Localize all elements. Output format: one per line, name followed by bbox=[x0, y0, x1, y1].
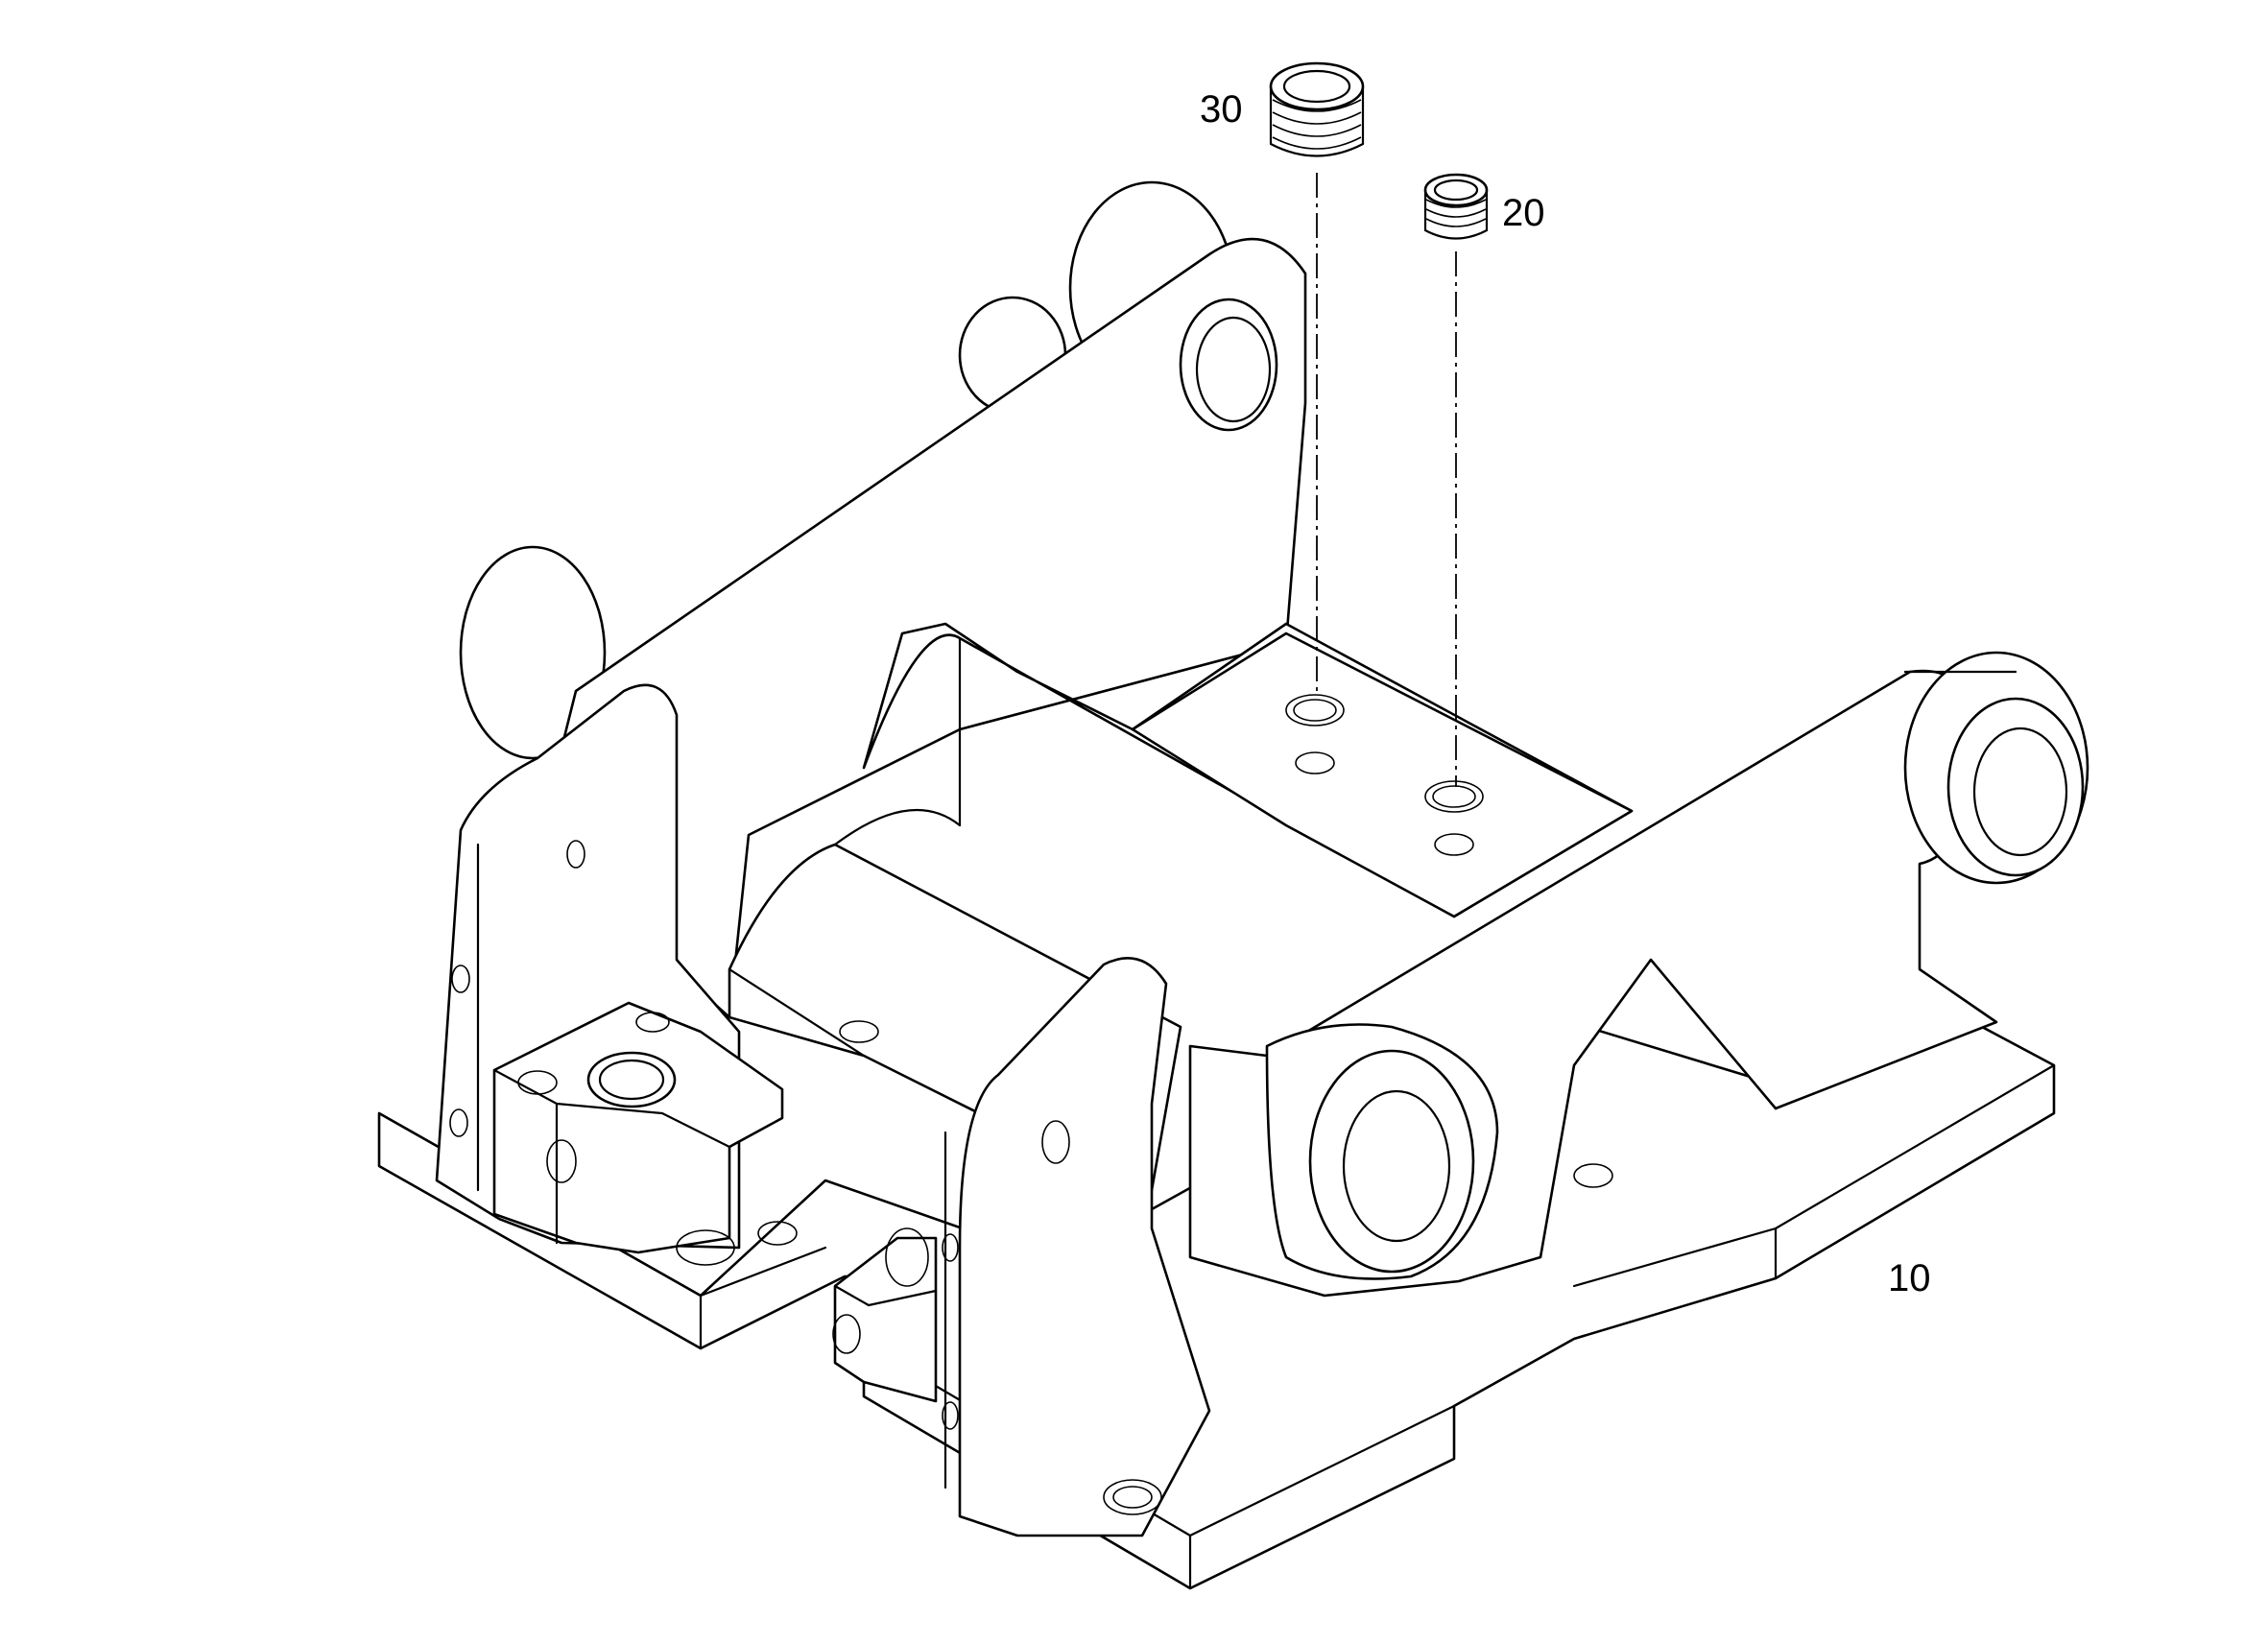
front-side-plate bbox=[1188, 651, 2089, 1298]
thread-insert-30 bbox=[1269, 61, 1365, 157]
callout-10-label: 10 bbox=[1888, 1257, 1931, 1299]
mounting-holes bbox=[676, 1020, 1162, 1515]
front-left-bracket bbox=[435, 683, 784, 1254]
callout-30-label: 30 bbox=[1200, 88, 1243, 131]
thread-insert-20 bbox=[1423, 173, 1489, 240]
callout-20-label: 20 bbox=[1502, 192, 1545, 234]
front-middle-bracket bbox=[832, 957, 1211, 1537]
insert-holes bbox=[1285, 694, 1484, 856]
